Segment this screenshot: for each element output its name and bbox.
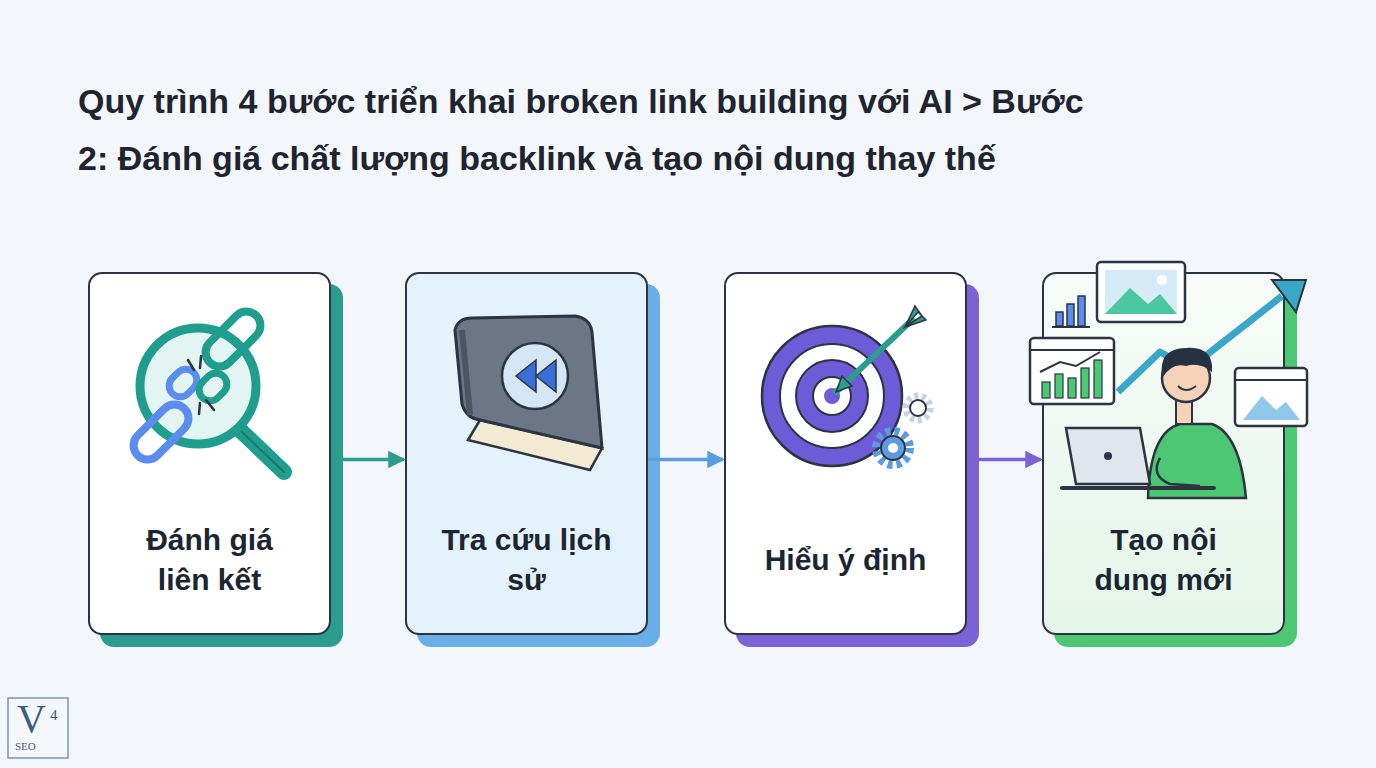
- process-box: Hiểu ý định: [724, 272, 967, 635]
- flow-arrow: [648, 458, 723, 462]
- box-text-area: Hiểu ý định: [726, 512, 965, 608]
- flow-arrow: [331, 458, 404, 462]
- step-label: Hiểu ý định: [765, 540, 927, 580]
- step-label: Tra cứu lịch sử: [437, 520, 617, 600]
- box-text-area: Tra cứu lịch sử: [407, 512, 646, 608]
- process-box: Đánh giá liên kết: [88, 272, 331, 635]
- logo-frame: [8, 698, 68, 758]
- box-text-area: Đánh giá liên kết: [90, 512, 329, 608]
- flow-arrow: [967, 458, 1041, 462]
- logo-text: SEO: [15, 741, 36, 752]
- logo-text: 4: [50, 708, 58, 723]
- logo-text: V: [17, 699, 46, 739]
- process-box: Tạo nội dung mới: [1042, 272, 1285, 635]
- process-box: Tra cứu lịch sử: [405, 272, 648, 635]
- step-label: Tạo nội dung mới: [1074, 520, 1254, 600]
- box-text-area: Tạo nội dung mới: [1044, 512, 1283, 608]
- diagram-title: Quy trình 4 bước triển khai broken link …: [78, 73, 1338, 187]
- step-label: Đánh giá liên kết: [120, 520, 300, 600]
